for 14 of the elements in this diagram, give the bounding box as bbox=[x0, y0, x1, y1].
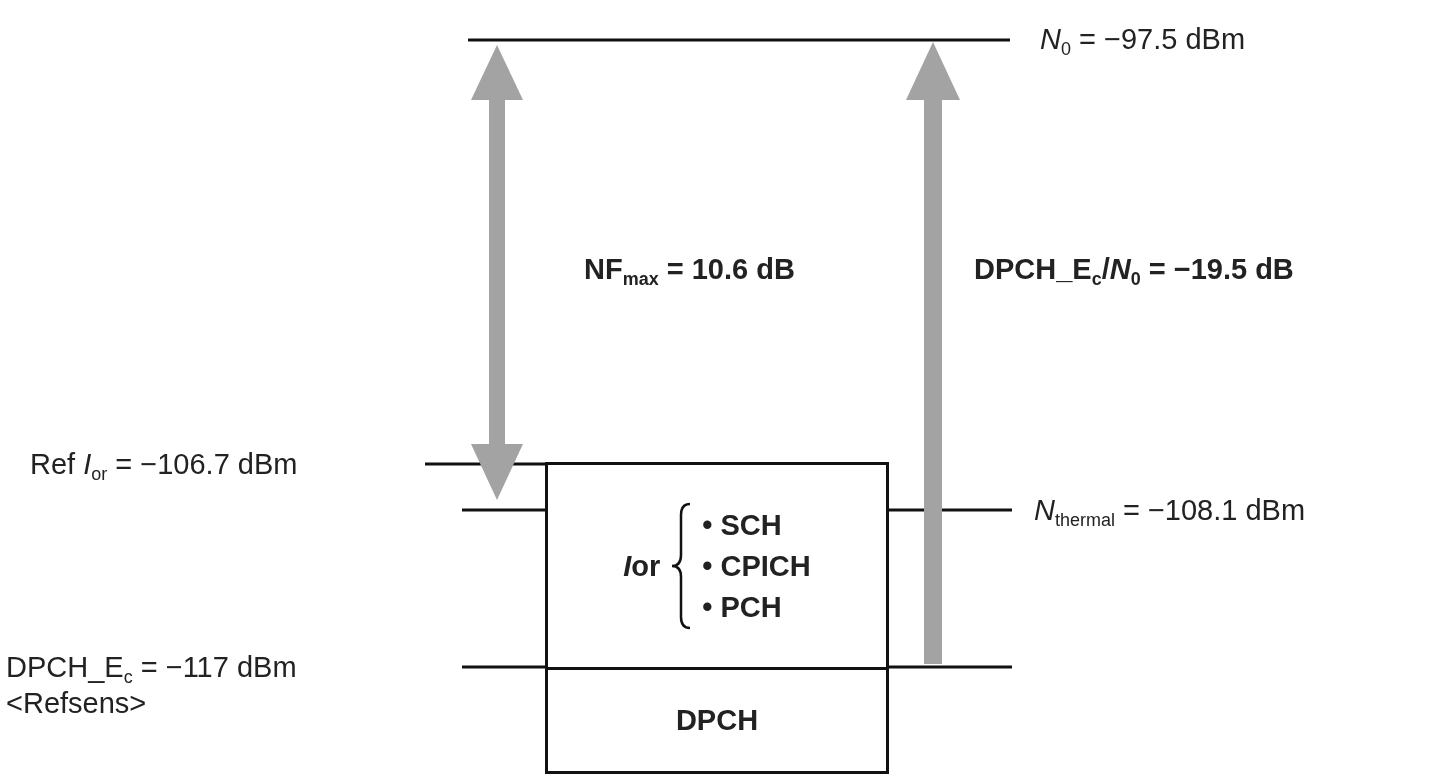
list-item: • PCH bbox=[702, 590, 783, 624]
level-label: NF$_{max}$ = 10.6 dB bbox=[583, 252, 796, 286]
list-item: • CPICH bbox=[702, 549, 811, 583]
level-label: N$_{thermal}$ = −108.1 dBm bbox=[1033, 493, 1307, 527]
level-label: Ref I$_{or}$ = −106.7 dBm bbox=[29, 447, 299, 481]
level-label: N$_{0}$ = −97.5 dBm bbox=[1039, 22, 1247, 56]
box-label: DPCH bbox=[675, 704, 759, 737]
channel-box bbox=[545, 667, 889, 774]
level-label: <Refsens> bbox=[5, 686, 148, 720]
channel-box bbox=[545, 462, 889, 670]
level-label: DPCH_E$_{c}$ = −117 dBm bbox=[5, 650, 298, 684]
list-item: • SCH bbox=[702, 508, 783, 542]
level-label: DPCH_E$_{c}$/N$_{0}$ = −19.5 dB bbox=[973, 252, 1295, 286]
channel-label: Ior bbox=[623, 549, 661, 583]
